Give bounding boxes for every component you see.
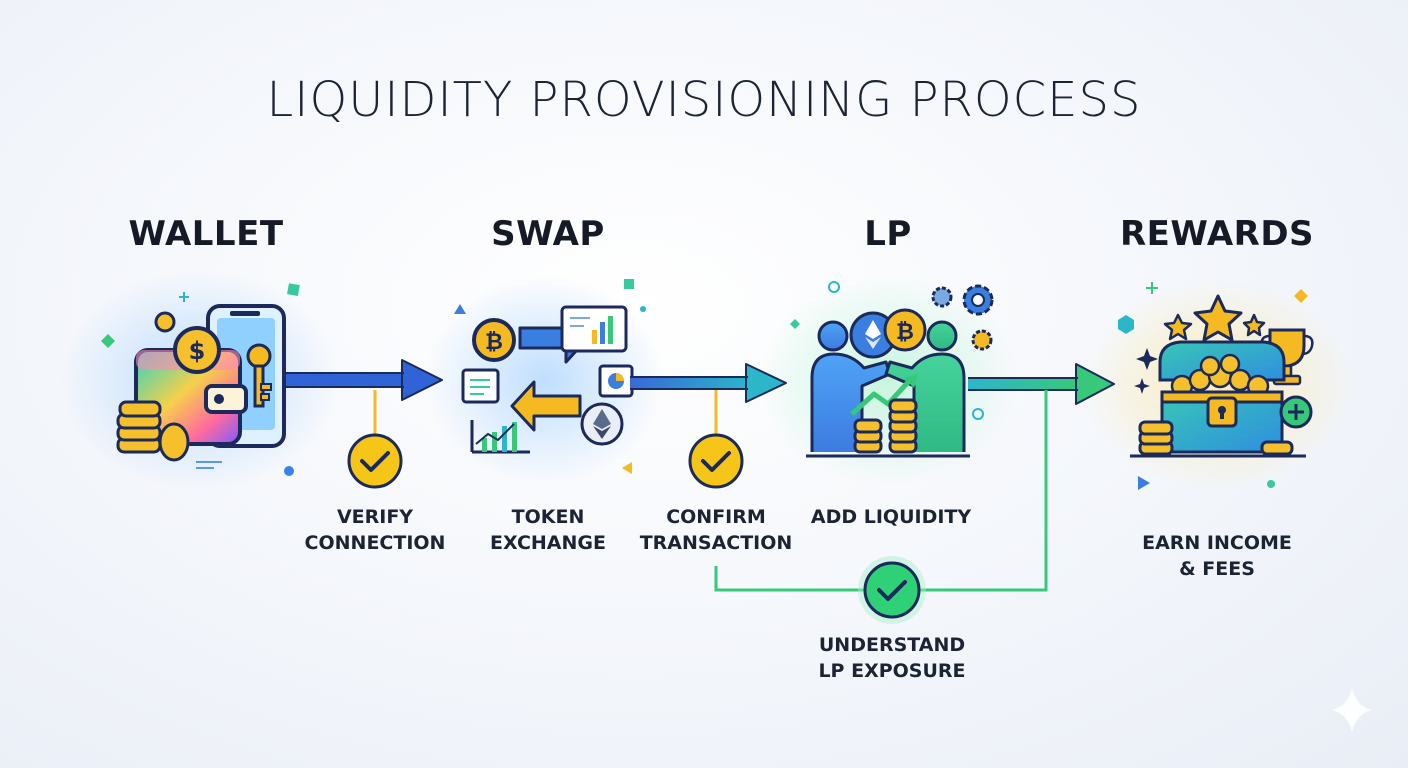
step-title-wallet: WALLET <box>128 214 284 254</box>
step-title-rewards: REWARDS <box>1119 214 1315 254</box>
token-swap-icon: ₿ <box>425 275 665 485</box>
step-title-swap: SWAP <box>491 214 605 254</box>
liquidity-partners-icon: ₿ <box>758 275 1018 485</box>
flow-arrow-lp-rewards <box>968 363 1115 405</box>
step-description-rewards: EARN INCOME& FEES <box>1142 532 1292 580</box>
flow-arrow-swap-lp <box>630 363 787 403</box>
page-title: LIQUIDITY PROVISIONING PROCESS <box>266 72 1142 128</box>
wallet-icon: $ <box>60 270 340 490</box>
step-description-lp: ADD LIQUIDITY <box>810 506 972 528</box>
check-badge-verify-icon <box>347 433 403 489</box>
sparkle-icon <box>1332 688 1372 732</box>
svg-text:₿: ₿ <box>485 330 503 355</box>
treasure-chest-icon <box>1083 280 1353 490</box>
step-title-lp: LP <box>864 214 912 254</box>
svg-text:₿: ₿ <box>896 320 914 345</box>
check-badge-lp-exposure-icon <box>858 556 926 624</box>
svg-text:$: $ <box>189 337 206 365</box>
flow-arrow-wallet-swap <box>286 359 443 401</box>
check-badge-confirm-icon <box>688 433 744 489</box>
